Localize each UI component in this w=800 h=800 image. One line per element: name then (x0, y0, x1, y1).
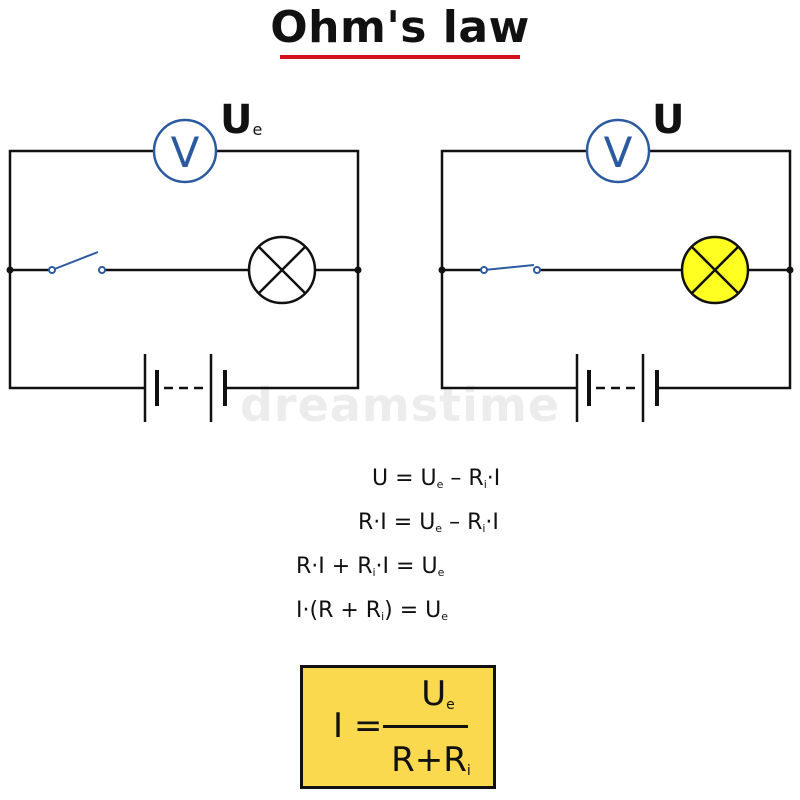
junction-dot (354, 266, 362, 274)
voltmeter-left: V (152, 118, 218, 184)
result-lhs: I = (333, 706, 383, 746)
fraction-bar (383, 725, 468, 728)
equation-1: U = Ue – Ri·I (372, 466, 501, 491)
lamp-cross (691, 246, 739, 294)
circuit-open (6, 149, 362, 422)
lamp-cross (258, 246, 306, 294)
title-underline (280, 55, 520, 59)
voltage-label-u: U (652, 97, 685, 143)
result-formula-box: I = Ue R+Ri (300, 665, 496, 789)
junction-dot (786, 266, 794, 274)
result-denominator: R+Ri (391, 740, 471, 780)
voltmeter-right: V (585, 118, 651, 184)
switch-closed (480, 264, 541, 274)
circuit-diagrams: V V (6, 118, 794, 422)
junction-dot (438, 266, 446, 274)
circuit-closed (438, 149, 794, 422)
voltage-label-ue: Ue (220, 97, 263, 143)
result-numerator: Ue (421, 674, 455, 714)
voltmeter-symbol: V (171, 128, 200, 177)
junction-dot (6, 266, 14, 274)
equation-2: R·I = Ue – Ri·I (358, 510, 499, 535)
switch-open (48, 251, 106, 274)
page-title: Ohm's law (270, 2, 530, 53)
equation-3: R·I + Ri·I = Ue (296, 554, 445, 579)
equation-4: I·(R + Ri) = Ue (296, 598, 449, 623)
voltmeter-symbol: V (604, 128, 633, 177)
